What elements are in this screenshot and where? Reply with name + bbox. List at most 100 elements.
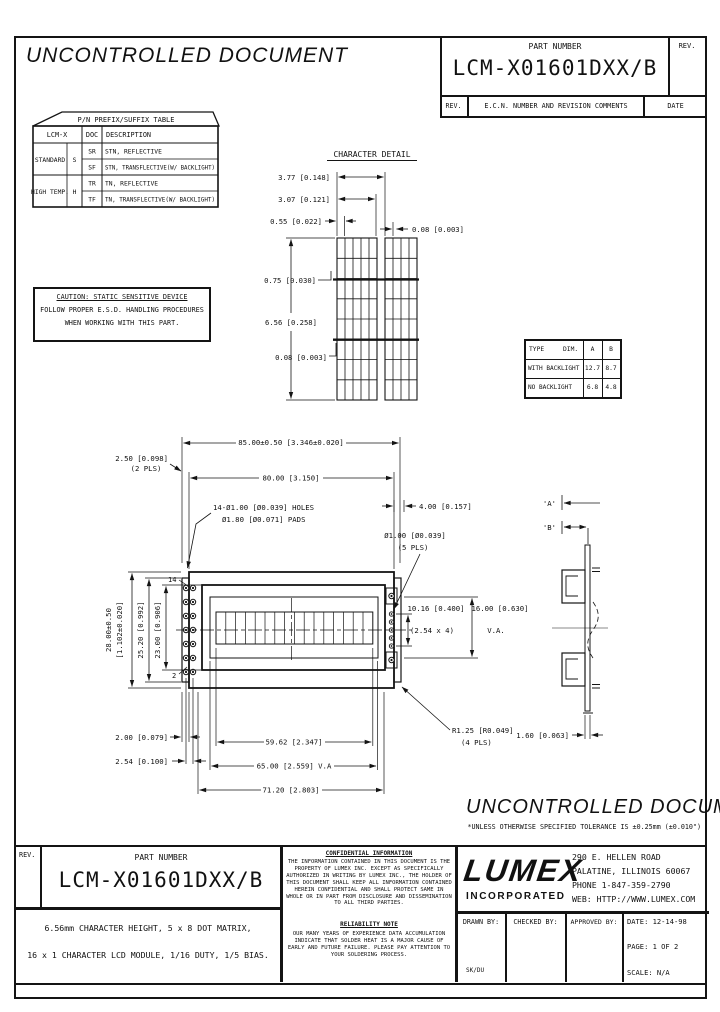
dim-dot-width: 0.55 [0.022] xyxy=(270,217,322,226)
tt-h2 xyxy=(526,378,620,380)
part-number-box xyxy=(440,36,706,97)
dim-row-gap: 0.08 [0.003] xyxy=(275,353,327,362)
tt-row1-b: 8.7 xyxy=(605,365,617,372)
lumex-logo-sub: INCORPORATED xyxy=(466,891,566,902)
tb-confidential-title: CONFIDENTIAL INFORMATION xyxy=(325,850,413,857)
tt-h1 xyxy=(526,359,620,361)
tb-confidential-text: THE INFORMATION CONTAINED IN THIS DOCUME… xyxy=(286,859,452,907)
note-corner-radius-pls: (4 PLS) xyxy=(461,738,492,747)
watermark-bottom: UNCONTROLLED DOCUMENT xyxy=(466,796,720,818)
col-doc: DOC xyxy=(86,131,98,139)
ecn-divider-1 xyxy=(467,97,469,118)
dim-row-pitch: 0.75 [0.030] xyxy=(264,276,316,285)
prefix-table-title: P/N PREFIX/SUFFIX TABLE xyxy=(78,116,175,124)
ecn-row xyxy=(440,97,706,118)
std-code: S xyxy=(73,157,77,164)
dim-tab-offset: 2.50 [0.098] xyxy=(115,454,168,463)
tb-rev-divider xyxy=(40,847,42,909)
pin-14-label: 14 xyxy=(168,576,176,584)
tb-v-approved xyxy=(622,913,624,982)
tb-v-checked xyxy=(565,913,567,982)
tb-scale-value: SCALE: N/A xyxy=(627,968,670,977)
tt-col-a: A xyxy=(590,346,595,353)
tb-address-line4: WEB: HTTP://WWW.LUMEX.COM xyxy=(572,894,696,904)
note-corner-radius: R1.25 [R0.049] xyxy=(452,726,514,735)
tt-col-dim: DIM. xyxy=(563,346,579,353)
pin-2-label: 2 xyxy=(172,672,176,680)
tb-v-drawn xyxy=(505,913,507,982)
tolerance-note: *UNLESS OTHERWISE SPECIFIED TOLERANCE IS… xyxy=(467,823,701,831)
dim-pin-span: 10.16 [0.400] xyxy=(407,604,464,613)
rev-label: REV. xyxy=(678,42,696,50)
dim-body-width: 80.00 [3.150] xyxy=(262,474,319,483)
tb-address-line1: 290 E. HELLEN ROAD xyxy=(572,852,661,862)
dim-tab-offset-pls: (2 PLS) xyxy=(131,464,162,473)
prefix-suffix-table: P/N PREFIX/SUFFIX TABLE LCM-X DOC DESCRI… xyxy=(31,111,220,208)
dim-height-2520: 25.20 [0.992] xyxy=(136,601,145,658)
rev-divider xyxy=(668,36,670,97)
tb-part-number-value: LCM-X01601DXX/B xyxy=(58,868,264,892)
dim-va-width: 65.00 [2.559] V.A xyxy=(257,762,332,771)
dim-va-height: 16.00 [0.630] xyxy=(471,604,528,613)
watermark-top: UNCONTROLLED DOCUMENT xyxy=(26,44,349,67)
note-holes-line1: 14-Ø1.00 [Ø0.039] HOLES xyxy=(213,503,314,512)
dim-overall-width: 85.00±0.50 [3.346±0.020] xyxy=(238,438,343,447)
ecn-divider-2 xyxy=(643,97,645,118)
dim-overall-height-mm: 28.00±0.50 xyxy=(104,608,113,652)
dim-hole-pitch-254: 2.54 [0.100] xyxy=(115,757,168,766)
tb-part-number-label: PART NUMBER xyxy=(134,853,188,862)
side-dim-thickness: 1.60 [0.063] xyxy=(516,731,569,740)
note-holes-line2: Ø1.80 [Ø0.071] PADS xyxy=(222,515,305,524)
tb-left-hdivider xyxy=(16,907,282,910)
tb-v-455 xyxy=(455,847,458,982)
tb-date-value: DATE: 12-14-98 xyxy=(627,917,687,926)
ecn-rev-label: REV. xyxy=(445,102,462,110)
tt-row2-a: 6.8 xyxy=(586,384,599,391)
dim-dot-gap: 0.08 [0.003] xyxy=(412,225,464,234)
ecn-date-label: DATE xyxy=(667,102,684,110)
part-number-value: LCM-X01601DXX/B xyxy=(452,56,658,80)
part-number-label: PART NUMBER xyxy=(528,42,582,51)
tr-code: TR xyxy=(88,181,96,188)
caution-line3: WHEN WORKING WITH THIS PART. xyxy=(64,319,180,327)
dim-edge-200: 2.00 [0.079] xyxy=(115,733,168,742)
character-detail-title: CHARACTER DETAIL xyxy=(333,150,410,159)
tf-code: TF xyxy=(88,197,96,204)
caution-line1: CAUTION: STATIC SENSITIVE DEVICE xyxy=(56,293,188,301)
col-description: DESCRIPTION xyxy=(106,131,151,139)
dim-right-offset: 4.00 [0.157] xyxy=(419,502,472,511)
tb-address-line3: PHONE 1-847-359-2790 xyxy=(572,880,671,890)
tb-checked-by-label: CHECKED BY: xyxy=(513,918,558,926)
tb-address-line2: PALATINE, ILLINOIS 60067 xyxy=(572,866,691,876)
std-name: STANDARD xyxy=(35,157,66,164)
tb-right-hdivider xyxy=(455,911,709,914)
tt-v2 xyxy=(602,341,604,397)
tt-row2-name: NO BACKLIGHT xyxy=(528,384,573,391)
lumex-logo: LUMEX xyxy=(461,853,586,888)
dim-char-width: 3.07 [0.121] xyxy=(278,195,330,204)
tt-v1 xyxy=(583,341,585,397)
tb-description-line2: 16 x 1 CHARACTER LCD MODULE, 1/16 DUTY, … xyxy=(27,950,269,960)
sr-code: SR xyxy=(88,149,96,156)
ecn-comments-label: E.C.N. NUMBER AND REVISION COMMENTS xyxy=(484,102,628,110)
side-dim-b-label: 'B' xyxy=(543,523,556,532)
tb-v-280 xyxy=(280,847,283,982)
sf-desc: STN, TRANSFLECTIVE(W/ BACKLIGHT) xyxy=(105,165,215,172)
tb-drawn-by-label: DRAWN BY: xyxy=(462,918,500,926)
tb-page-value: PAGE: 1 OF 2 xyxy=(627,942,679,951)
note-5holes-line1: Ø1.00 [Ø0.039] xyxy=(384,531,446,540)
col-lcmx: LCM-X xyxy=(47,131,68,139)
tt-col-type: TYPE xyxy=(529,346,545,353)
caution-box: CAUTION: STATIC SENSITIVE DEVICE FOLLOW … xyxy=(33,287,211,342)
dim-va-height-label: V.A. xyxy=(487,626,505,635)
tb-approved-by-label: APPROVED BY: xyxy=(570,918,618,926)
sr-desc: STN, REFLECTIVE xyxy=(105,149,162,156)
tb-reliability-text: OUR MANY YEARS OF EXPERIENCE DATA ACCUMU… xyxy=(287,931,451,958)
sheet-border xyxy=(14,36,707,999)
tf-desc: TN, TRANSFLECTIVE(W/ BACKLIGHT) xyxy=(105,197,215,204)
thickness-table: TYPE DIM. A B WITH BACKLIGHT 12.7 8.7 NO… xyxy=(524,339,622,399)
tb-description-line1: 6.56mm CHARACTER HEIGHT, 5 x 8 DOT MATRI… xyxy=(44,923,252,933)
ht-name: HIGH TEMP. xyxy=(31,189,69,196)
sf-code: SF xyxy=(88,165,96,172)
